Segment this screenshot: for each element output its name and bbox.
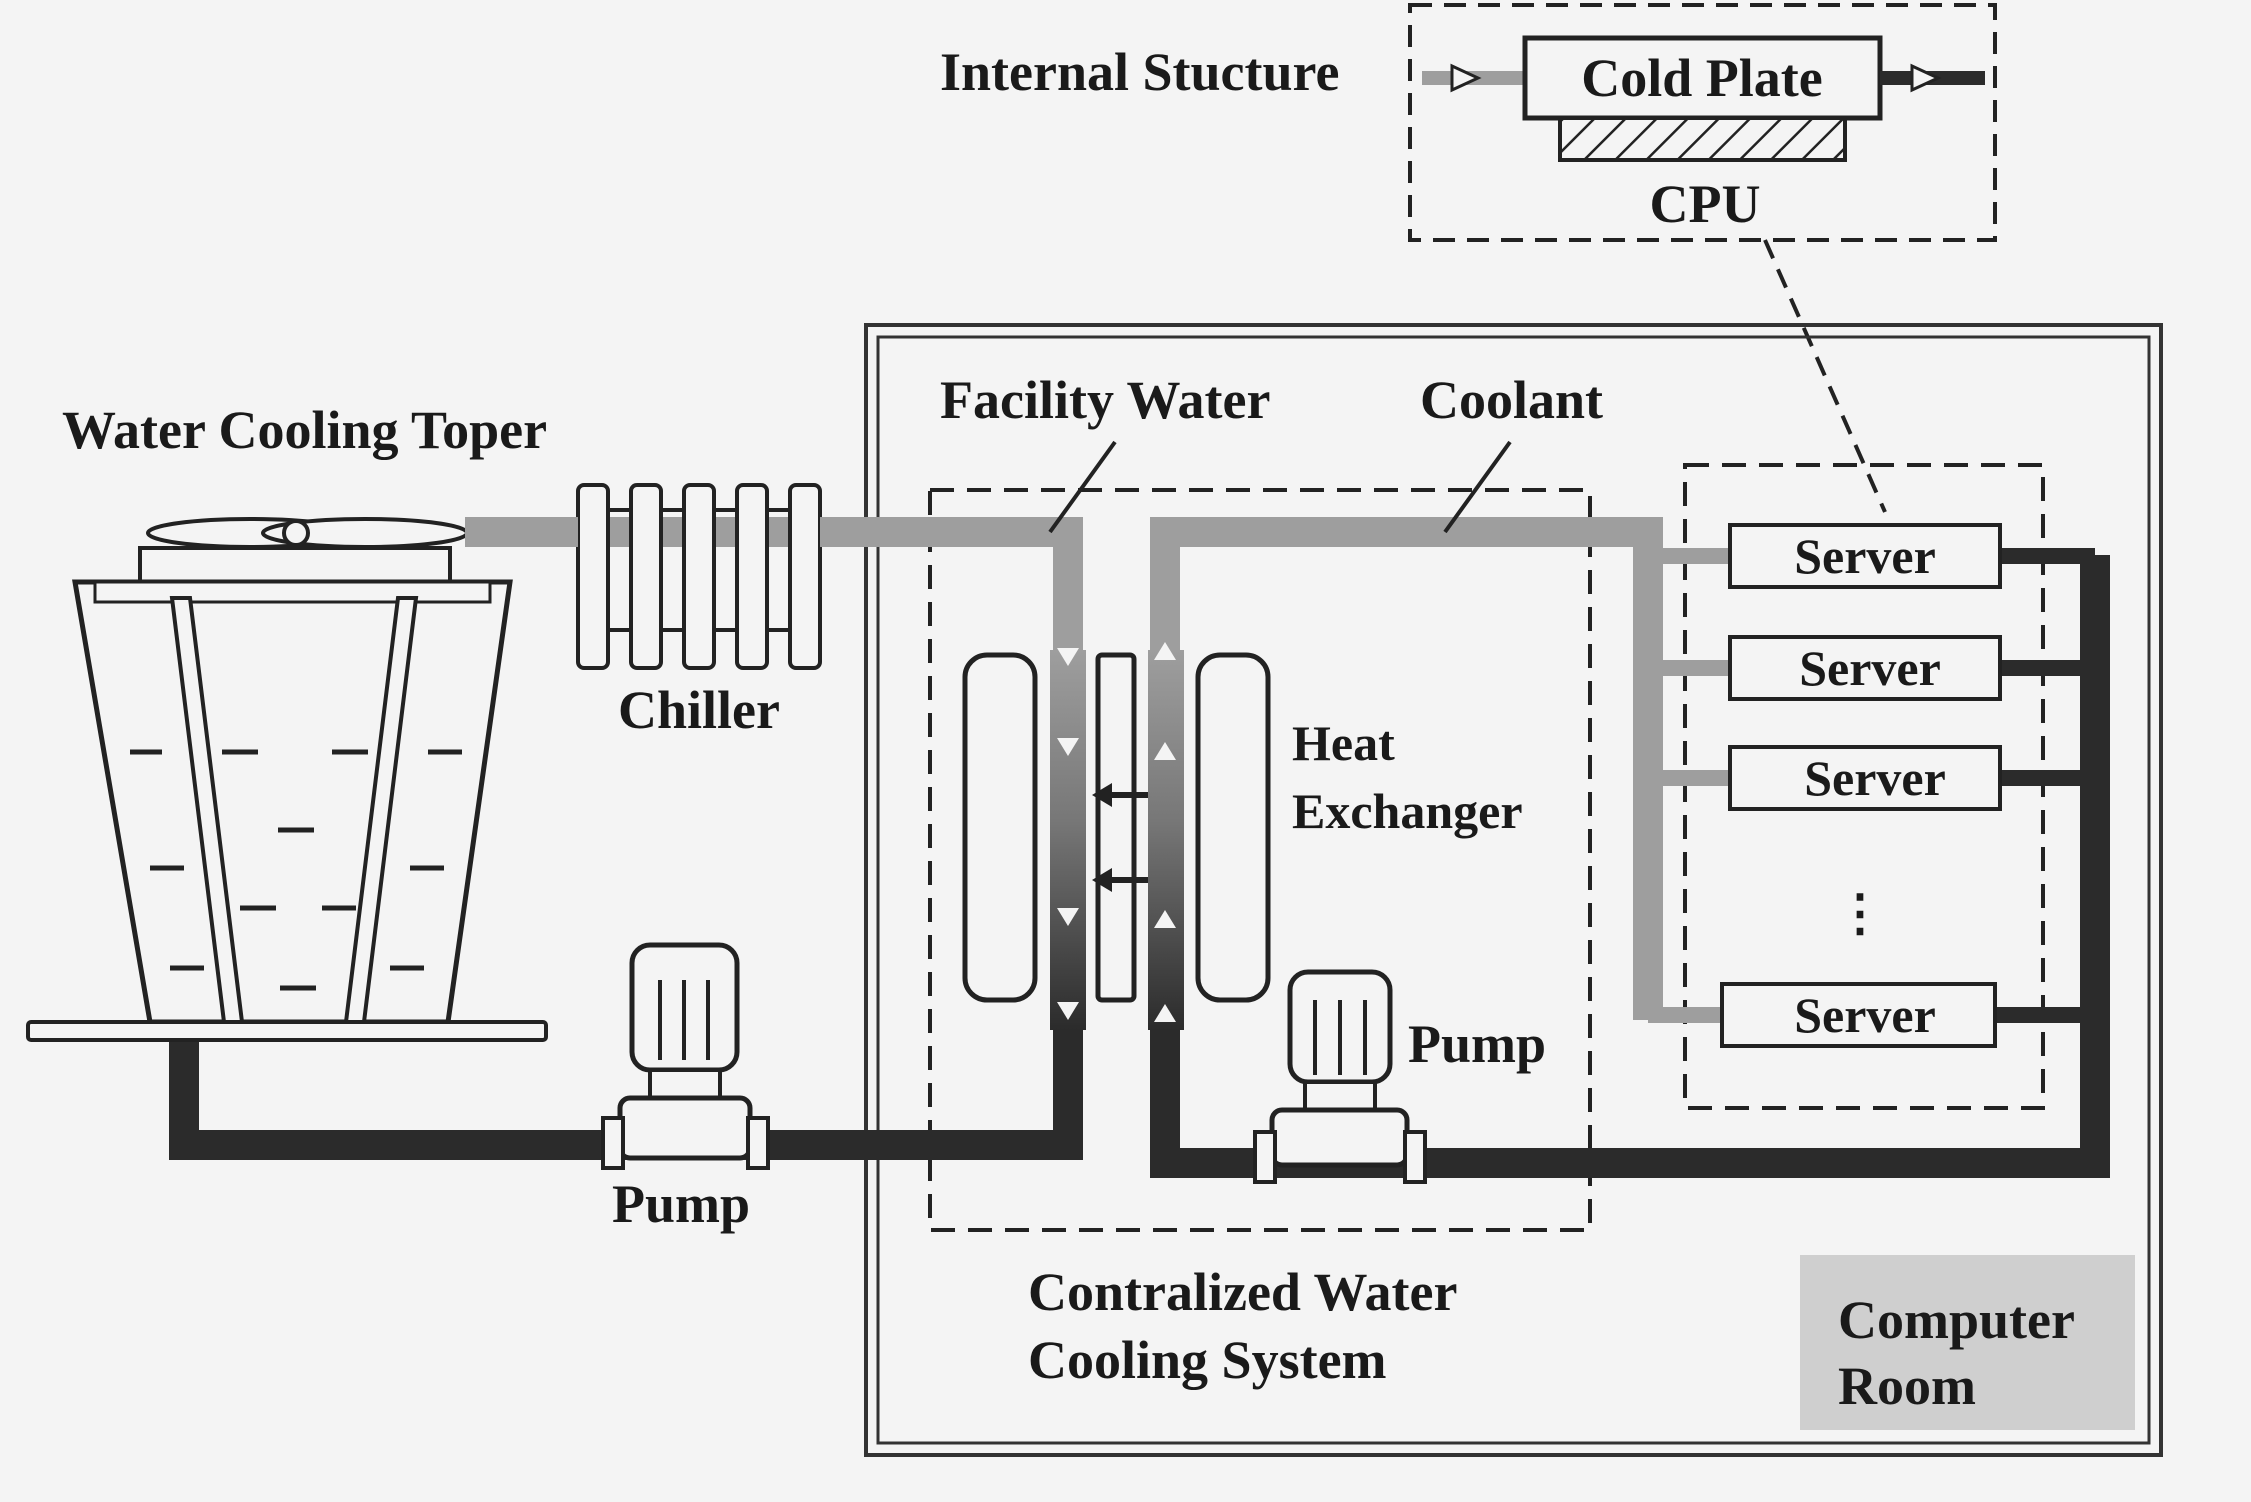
server-label: Server: [1794, 528, 1936, 584]
server-label: Server: [1794, 987, 1936, 1043]
hx-plate-left: [962, 652, 1038, 1003]
water-cooling-tower: Water Cooling Toper: [26, 400, 548, 1042]
facility-water-leader: [1048, 440, 1117, 534]
room-wall-inner: [876, 335, 2151, 1445]
computer-room: Computer Room: [864, 323, 2163, 1457]
tower-fan-housing: [138, 546, 452, 584]
pump-icon: [601, 942, 770, 1170]
chiller-fin: [629, 483, 663, 670]
pump-right-label: Pump: [1408, 1014, 1546, 1074]
heat-exchanger-label-line2: Exchanger: [1292, 783, 1523, 839]
hx-channel-right: [1148, 650, 1184, 1030]
heat-transfer-arrow-icon: [1092, 868, 1148, 892]
chiller-fin: [735, 483, 769, 670]
heat-exchanger-label-line1: Heat: [1292, 715, 1395, 771]
hx-up-arrow-icon: [1154, 642, 1176, 660]
chiller: Chiller: [576, 483, 822, 740]
tower-water-level: [130, 749, 462, 991]
tower-base: [26, 1020, 548, 1042]
hx-up-arrow-icon: [1154, 910, 1176, 928]
inset-border: [1408, 3, 1997, 242]
hx-down-arrow-icon: [1057, 738, 1079, 756]
cold-plate-label: Cold Plate: [1581, 48, 1822, 108]
computer-room-label-line1: Computer: [1838, 1290, 2075, 1350]
computer-room-tag: [1800, 1255, 2135, 1430]
hx-plate-center: [1095, 652, 1137, 1003]
room-wall-outer: [864, 323, 2163, 1457]
hx-down-arrow-icon: [1057, 908, 1079, 926]
computer-room-label-line2: Room: [1838, 1356, 1976, 1416]
coolant-leader: [1443, 440, 1512, 534]
server-box: [1728, 635, 2002, 701]
cpu-chip: [1558, 116, 1847, 162]
facility-supply-pipe: [468, 517, 1083, 650]
server-box: [1728, 523, 2002, 589]
inset-return-arrow-icon: [1910, 63, 1942, 93]
hx-up-arrow-icon: [1154, 1004, 1176, 1022]
water-cooling-tower-label: Water Cooling Toper: [62, 400, 547, 460]
hx-up-arrow-icon: [1154, 742, 1176, 760]
hx-down-arrow-icon: [1057, 1002, 1079, 1020]
hx-channel-left: [1050, 650, 1086, 1030]
inset-supply-arrow-icon: [1450, 63, 1482, 93]
server-label: Server: [1804, 750, 1946, 806]
heat-transfer-arrow-icon: [1092, 783, 1148, 807]
hx-plate-right: [1195, 652, 1271, 1003]
server-list: Server Server Server ⋮ Server: [1720, 523, 2002, 1048]
hx-down-arrow-icon: [1057, 648, 1079, 666]
tower-body: [72, 579, 513, 1025]
pump-icon: [1253, 969, 1427, 1184]
fan-icon: [146, 517, 469, 549]
centralized-system-label-line2: Cooling System: [1028, 1330, 1387, 1390]
inset-leader: [1763, 239, 1887, 513]
heat-exchanger: Heat Exchanger: [962, 642, 1523, 1030]
coolant-label: Coolant: [1420, 370, 1603, 430]
server-box: [1720, 982, 1997, 1048]
server-ellipsis: ⋮: [1835, 885, 1885, 941]
server-box: [1728, 745, 2002, 811]
tower-rim: [93, 580, 492, 604]
chiller-fin: [788, 483, 822, 670]
supply-pipes: [468, 517, 1730, 1023]
internal-structure-inset: Internal Stucture Cold Plate CPU: [940, 3, 1997, 513]
internal-structure-label: Internal Stucture: [940, 42, 1340, 102]
chiller-fin: [682, 483, 716, 670]
server-label: Server: [1799, 640, 1941, 696]
pump-left-label: Pump: [612, 1174, 750, 1234]
facility-water-label: Facility Water: [940, 370, 1270, 430]
cpu-label: CPU: [1650, 174, 1761, 234]
chiller-label: Chiller: [618, 680, 780, 740]
chiller-fin: [576, 483, 610, 670]
server-rack-boundary: [1683, 463, 2045, 1110]
centralized-system-label-line1: Contralized Water: [1028, 1262, 1457, 1322]
